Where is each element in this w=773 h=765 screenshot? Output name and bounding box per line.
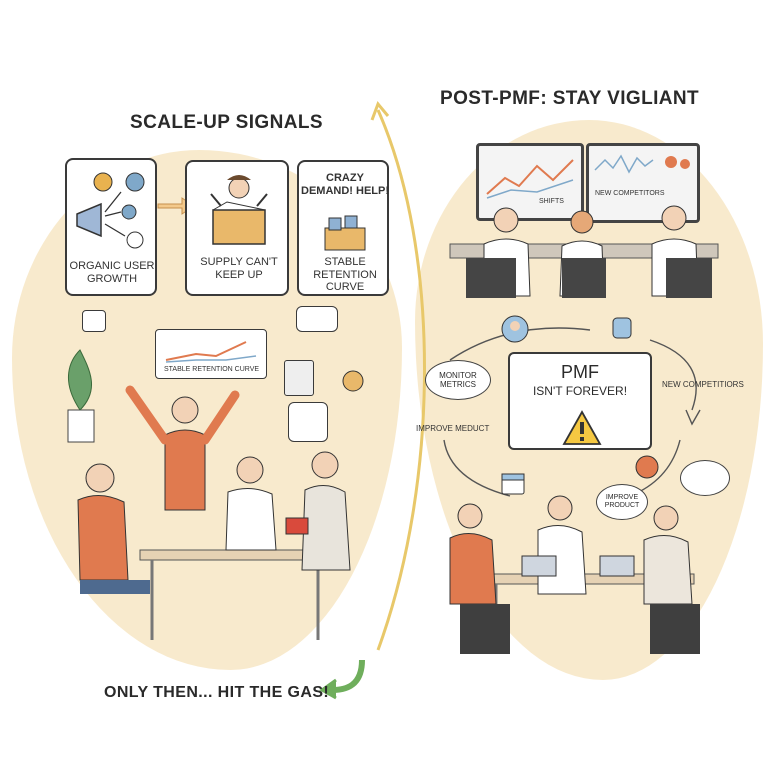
monitor-left: SHIFTS bbox=[476, 143, 584, 221]
left-footer: ONLY THEN... HIT THE GAS! bbox=[104, 684, 330, 701]
retention-chart-card: STABLE RETENTION CURVE bbox=[155, 329, 267, 379]
monitor-right: NEW COMPETITORS bbox=[586, 143, 700, 223]
monitor-right-chart bbox=[594, 154, 690, 174]
card-demand-caption: STABLE RETENTION CURVE bbox=[313, 256, 377, 294]
pmf-title: PMF bbox=[561, 362, 599, 382]
user-icon bbox=[501, 315, 529, 343]
competitor-face-icon bbox=[635, 455, 659, 479]
card-supply: SUPPLY CAN'T KEEP UP bbox=[185, 160, 289, 296]
card-organic-caption: ORGANIC USER GROWTH bbox=[69, 260, 155, 285]
retention-chart-label: STABLE RETENTION CURVE bbox=[164, 366, 260, 373]
right-title: POST-PMF: STAY VIGLIANT bbox=[440, 88, 700, 109]
green-return-arrow bbox=[319, 659, 365, 700]
left-title: SCALE-UP SIGNALS bbox=[130, 112, 323, 133]
pmf-subtitle: ISN'T FOREVER! bbox=[532, 384, 628, 398]
card-demand: CRAZY DEMAND! HELP! STABLE RETENTION CUR… bbox=[297, 160, 389, 296]
retention-line bbox=[165, 341, 257, 363]
left-team-illustration bbox=[67, 349, 351, 640]
improve-team-illustration bbox=[449, 495, 700, 654]
monitor-right-label: NEW COMPETITORS bbox=[595, 190, 665, 197]
monitor-left-label: SHIFTS bbox=[539, 198, 564, 205]
calendar-icon bbox=[501, 473, 525, 495]
robot-icon bbox=[612, 317, 632, 339]
warning-icon bbox=[562, 410, 602, 445]
server-icon bbox=[284, 360, 314, 396]
gear-icon bbox=[342, 370, 364, 392]
new-competitors-label: NEW COMPETITIORS bbox=[662, 380, 744, 389]
card-supply-caption: SUPPLY CAN'T KEEP UP bbox=[200, 256, 278, 281]
gauge-icon bbox=[82, 310, 106, 332]
improve-meduct-label: IMPROVE MEDUCT bbox=[416, 424, 490, 433]
monitoring-team-illustration bbox=[449, 205, 719, 298]
person-in-box-icon bbox=[210, 175, 268, 245]
message-bubble-icon bbox=[288, 402, 328, 442]
megaphone-icon bbox=[76, 172, 145, 249]
monitor-metrics-bubble: MONITOR METRICS bbox=[425, 360, 491, 400]
chat-bubble-icon bbox=[296, 306, 338, 332]
pmf-card: PMF ISN'T FOREVER! bbox=[508, 352, 652, 450]
monitor-left-chart bbox=[486, 159, 574, 199]
card-organic-growth: ORGANIC USER GROWTH bbox=[65, 158, 157, 296]
card-demand-title: CRAZY DEMAND! HELP! bbox=[301, 172, 389, 197]
trend-bubble-icon bbox=[680, 460, 730, 496]
improve-product-bubble: IMPROVE PRODUCT bbox=[596, 484, 648, 520]
overflowing-box-icon bbox=[324, 215, 366, 251]
